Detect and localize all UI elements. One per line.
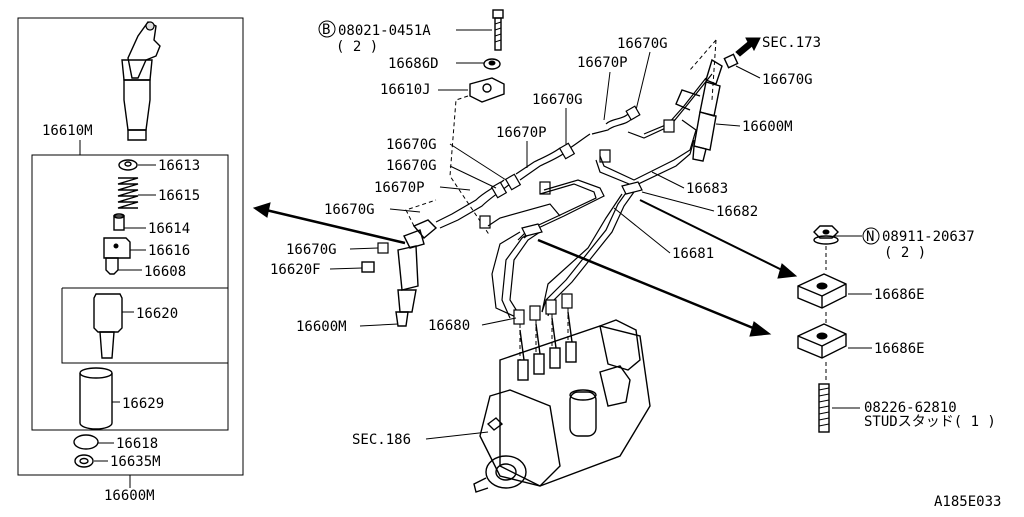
right-dash-guide — [689, 39, 717, 101]
label-16681: 16681 — [672, 246, 714, 262]
bolt-callout: B 08021-0451A ( 2 ) — [318, 20, 492, 55]
label-16670G-left: 16670G — [324, 202, 375, 218]
nozzle-holder-icon — [361, 261, 375, 273]
nut-top-right-icon — [723, 53, 739, 69]
bolt-qty: ( 2 ) — [336, 39, 378, 55]
connector-nuts — [479, 105, 675, 229]
left-injector-icon — [395, 199, 438, 327]
inset-divider-lower — [61, 288, 228, 364]
nut-n-marker — [862, 227, 880, 245]
label-16670G-mid: 16670G — [532, 92, 583, 108]
nut-number: 08911-20637 — [882, 229, 975, 245]
gasket-icon — [74, 454, 94, 468]
arrow-to-inset — [252, 202, 406, 245]
right-injector-icon — [675, 58, 723, 162]
label-16600M-left: 16600M — [296, 319, 347, 335]
bolt-prefix: B — [322, 22, 330, 38]
label-16670G-left2: 16670G — [286, 242, 337, 258]
label-16600M-bottom: 16600M — [104, 488, 155, 504]
label-16608: 16608 — [144, 264, 186, 280]
sleeve-icon — [79, 367, 113, 430]
label-16635M: 16635M — [110, 454, 161, 470]
label-16620: 16620 — [136, 306, 178, 322]
nozzle-icon — [93, 293, 123, 359]
spacer-icon — [103, 237, 131, 259]
pipe-clamps — [521, 181, 643, 237]
inset-inner-box — [31, 154, 229, 431]
label-16670G-top: 16670G — [617, 36, 668, 52]
stud-number: 08226-62810 — [864, 400, 957, 416]
spring-icon — [117, 177, 139, 209]
label-16610J: 16610J — [380, 82, 431, 98]
pipe-fittings — [513, 293, 573, 325]
label-16615: 16615 — [158, 188, 200, 204]
clamp-dash-guide — [449, 95, 491, 237]
label-16620F: 16620F — [270, 262, 321, 278]
pin-icon — [113, 213, 125, 231]
clamp-icon — [469, 77, 505, 103]
bolt-b-marker — [318, 20, 336, 38]
injection-pump-icon — [473, 308, 651, 493]
washer-icon — [118, 159, 138, 171]
small-nut-icon — [377, 242, 389, 254]
nut-prefix: N — [866, 229, 874, 245]
injection-pipes — [487, 119, 697, 319]
diagram-id: A185E033 — [934, 494, 1001, 510]
label-16682: 16682 — [716, 204, 758, 220]
label-16686E-a: 16686E — [874, 287, 925, 303]
label-16610M: 16610M — [42, 123, 93, 139]
sec186-label: SEC.186 — [352, 432, 411, 448]
label-16670G-b: 16670G — [386, 158, 437, 174]
sec173-callout: SEC.173 — [735, 35, 821, 57]
o-ring-icon — [73, 434, 99, 450]
label-16618: 16618 — [116, 436, 158, 452]
mount-plate-lower-icon — [797, 323, 847, 359]
stud-icon — [818, 383, 830, 433]
label-16613: 16613 — [158, 158, 200, 174]
label-16680: 16680 — [428, 318, 470, 334]
nut-callout: N 08911-20637 ( 2 ) — [833, 227, 975, 261]
washer-top-icon — [483, 58, 501, 70]
bolt-number: 08021-0451A — [338, 23, 431, 39]
label-16670P-mid: 16670P — [496, 125, 547, 141]
stud-callout: 08226-62810 STUDスタッド( 1 ) — [832, 400, 996, 430]
sec173-label: SEC.173 — [762, 35, 821, 51]
label-16686E-b: 16686E — [874, 341, 925, 357]
arrow-to-bracket — [537, 199, 798, 337]
label-16670G-right: 16670G — [762, 72, 813, 88]
inset-exploded-injector: 16610M 16613 16615 16614 16616 166 — [17, 17, 244, 504]
bolt-icon — [492, 9, 504, 51]
label-16670G-a: 16670G — [386, 137, 437, 153]
needle-valve-icon — [105, 257, 119, 275]
mount-plate-upper-icon — [797, 273, 847, 309]
label-16616: 16616 — [148, 243, 190, 259]
flange-nut-icon — [813, 225, 839, 245]
label-16686D: 16686D — [388, 56, 439, 72]
label-16614: 16614 — [148, 221, 190, 237]
stud-desc: STUDスタッド( 1 ) — [864, 414, 996, 430]
sec173-arrow-icon — [735, 37, 761, 57]
label-16629: 16629 — [122, 396, 164, 412]
label-16670P-top: 16670P — [577, 55, 628, 71]
label-16670P-left: 16670P — [374, 180, 425, 196]
label-16683: 16683 — [686, 181, 728, 197]
injector-assembly-icon — [121, 21, 161, 141]
nut-qty: ( 2 ) — [884, 245, 926, 261]
label-16600M-right: 16600M — [742, 119, 793, 135]
